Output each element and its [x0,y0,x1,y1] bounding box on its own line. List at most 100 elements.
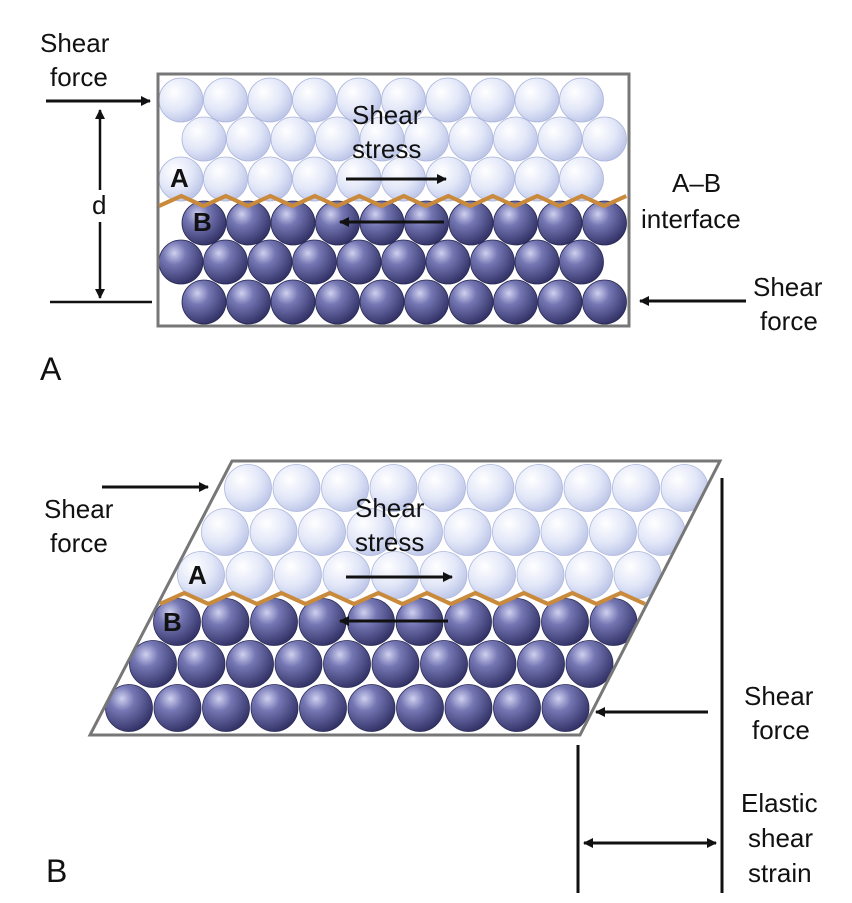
atom-b [404,279,449,325]
atom-b [537,200,583,246]
atom-a [537,116,583,162]
panel-b-shear-force-bottom-line1: Shear [744,681,814,711]
atom-b [470,239,515,285]
panel-a-shear-force-bottom-line2: force [760,306,818,336]
atom-b [541,684,590,732]
atom-b [226,200,271,246]
atom-a [404,116,449,162]
atom-a [514,77,560,123]
atom-a [589,508,637,556]
atom-b [292,239,337,285]
panel-a-shear-force-bottom-line1: Shear [753,272,823,302]
atom-b [181,200,227,246]
atom-a [181,116,227,162]
panel-a-interface-label-line1: A–B [672,168,721,198]
atom-b [425,239,471,285]
panel-b-frame [87,459,723,737]
atom-a [418,464,466,512]
atom-b [299,684,347,732]
atom-b [323,640,371,688]
atom-a [395,508,443,556]
panel-b-label: B [46,853,67,889]
panel-a-shear-stress-line1: Shear [352,100,422,130]
atom-b [201,598,250,646]
atom-b [444,684,493,732]
panel-b-atom-lattice [105,464,709,732]
panel-b-strain-label-line1: Elastic [741,788,818,818]
atom-a [346,508,395,556]
atom-a [270,116,316,162]
atom-b [158,239,204,285]
panel-a-ab-interface-line [158,193,628,209]
atom-b [493,684,541,732]
panel-b-strain-label-line3: strain [748,858,812,888]
atom-a [637,508,686,556]
atom-b [226,279,271,325]
atom-b [514,239,560,285]
atom-a [203,77,248,123]
panel-a-atom-lattice [158,77,627,325]
atom-a [660,464,709,512]
atom-b [270,200,316,246]
panel-a-shear-force-top-line2: force [50,62,108,92]
panel-b-layer-b-label: B [163,607,182,637]
panel-b-shear-stress-line1: Shear [355,493,425,523]
atom-a [381,77,426,123]
atom-a [369,464,418,512]
atom-a [224,464,272,512]
atom-a [226,116,271,162]
atom-a [466,464,515,512]
atom-a [582,116,627,162]
atom-a [321,464,369,512]
atom-a [559,77,604,123]
atom-b [448,200,494,246]
panel-b-layer-a-label: A [188,560,207,590]
atom-b [274,640,323,688]
atom-a [492,508,540,556]
panel-b-shear-force-top-line2: force [50,528,108,558]
atom-a [336,77,382,123]
atom-b [359,279,405,325]
atom-b [559,239,604,285]
atom-a [292,156,337,202]
atom-b [129,640,177,688]
atom-b [565,640,614,688]
atom-a [315,116,360,162]
panel-a: Shear force d Shear stress A B A–B inter… [40,28,823,387]
atom-b [492,598,541,646]
atom-a [201,508,249,556]
atom-a [470,156,515,202]
atom-b [541,598,589,646]
atom-a [559,156,604,202]
atom-a [359,116,405,162]
panel-b-shear-stress-line2: stress [355,527,424,557]
atom-b [336,239,382,285]
atom-a [292,77,337,123]
atom-b [153,684,202,732]
atom-b [420,640,468,688]
atom-a [612,464,660,512]
atom-b [203,239,248,285]
atom-b [202,684,250,732]
atom-b [181,279,227,325]
atom-a [247,156,293,202]
panel-a-shear-force-top-line1: Shear [40,28,110,58]
atom-a [272,464,321,512]
atom-b [371,640,420,688]
panel-b-strain-label-line2: shear [748,823,813,853]
panel-b-shear-force-bottom-line2: force [752,715,810,745]
atom-b [396,684,444,732]
atom-b [226,640,274,688]
atom-b [493,279,538,325]
panel-a-layer-b-label: B [193,207,212,237]
atom-a [515,464,563,512]
atom-b [315,279,360,325]
atom-a [203,156,248,202]
atom-a [448,116,494,162]
panel-a-label: A [40,351,62,387]
panel-b: Shear force Shear stress A B Shear force… [44,459,818,893]
atom-a [470,77,515,123]
atom-b [582,279,627,325]
panel-a-distance-label: d [92,190,106,220]
